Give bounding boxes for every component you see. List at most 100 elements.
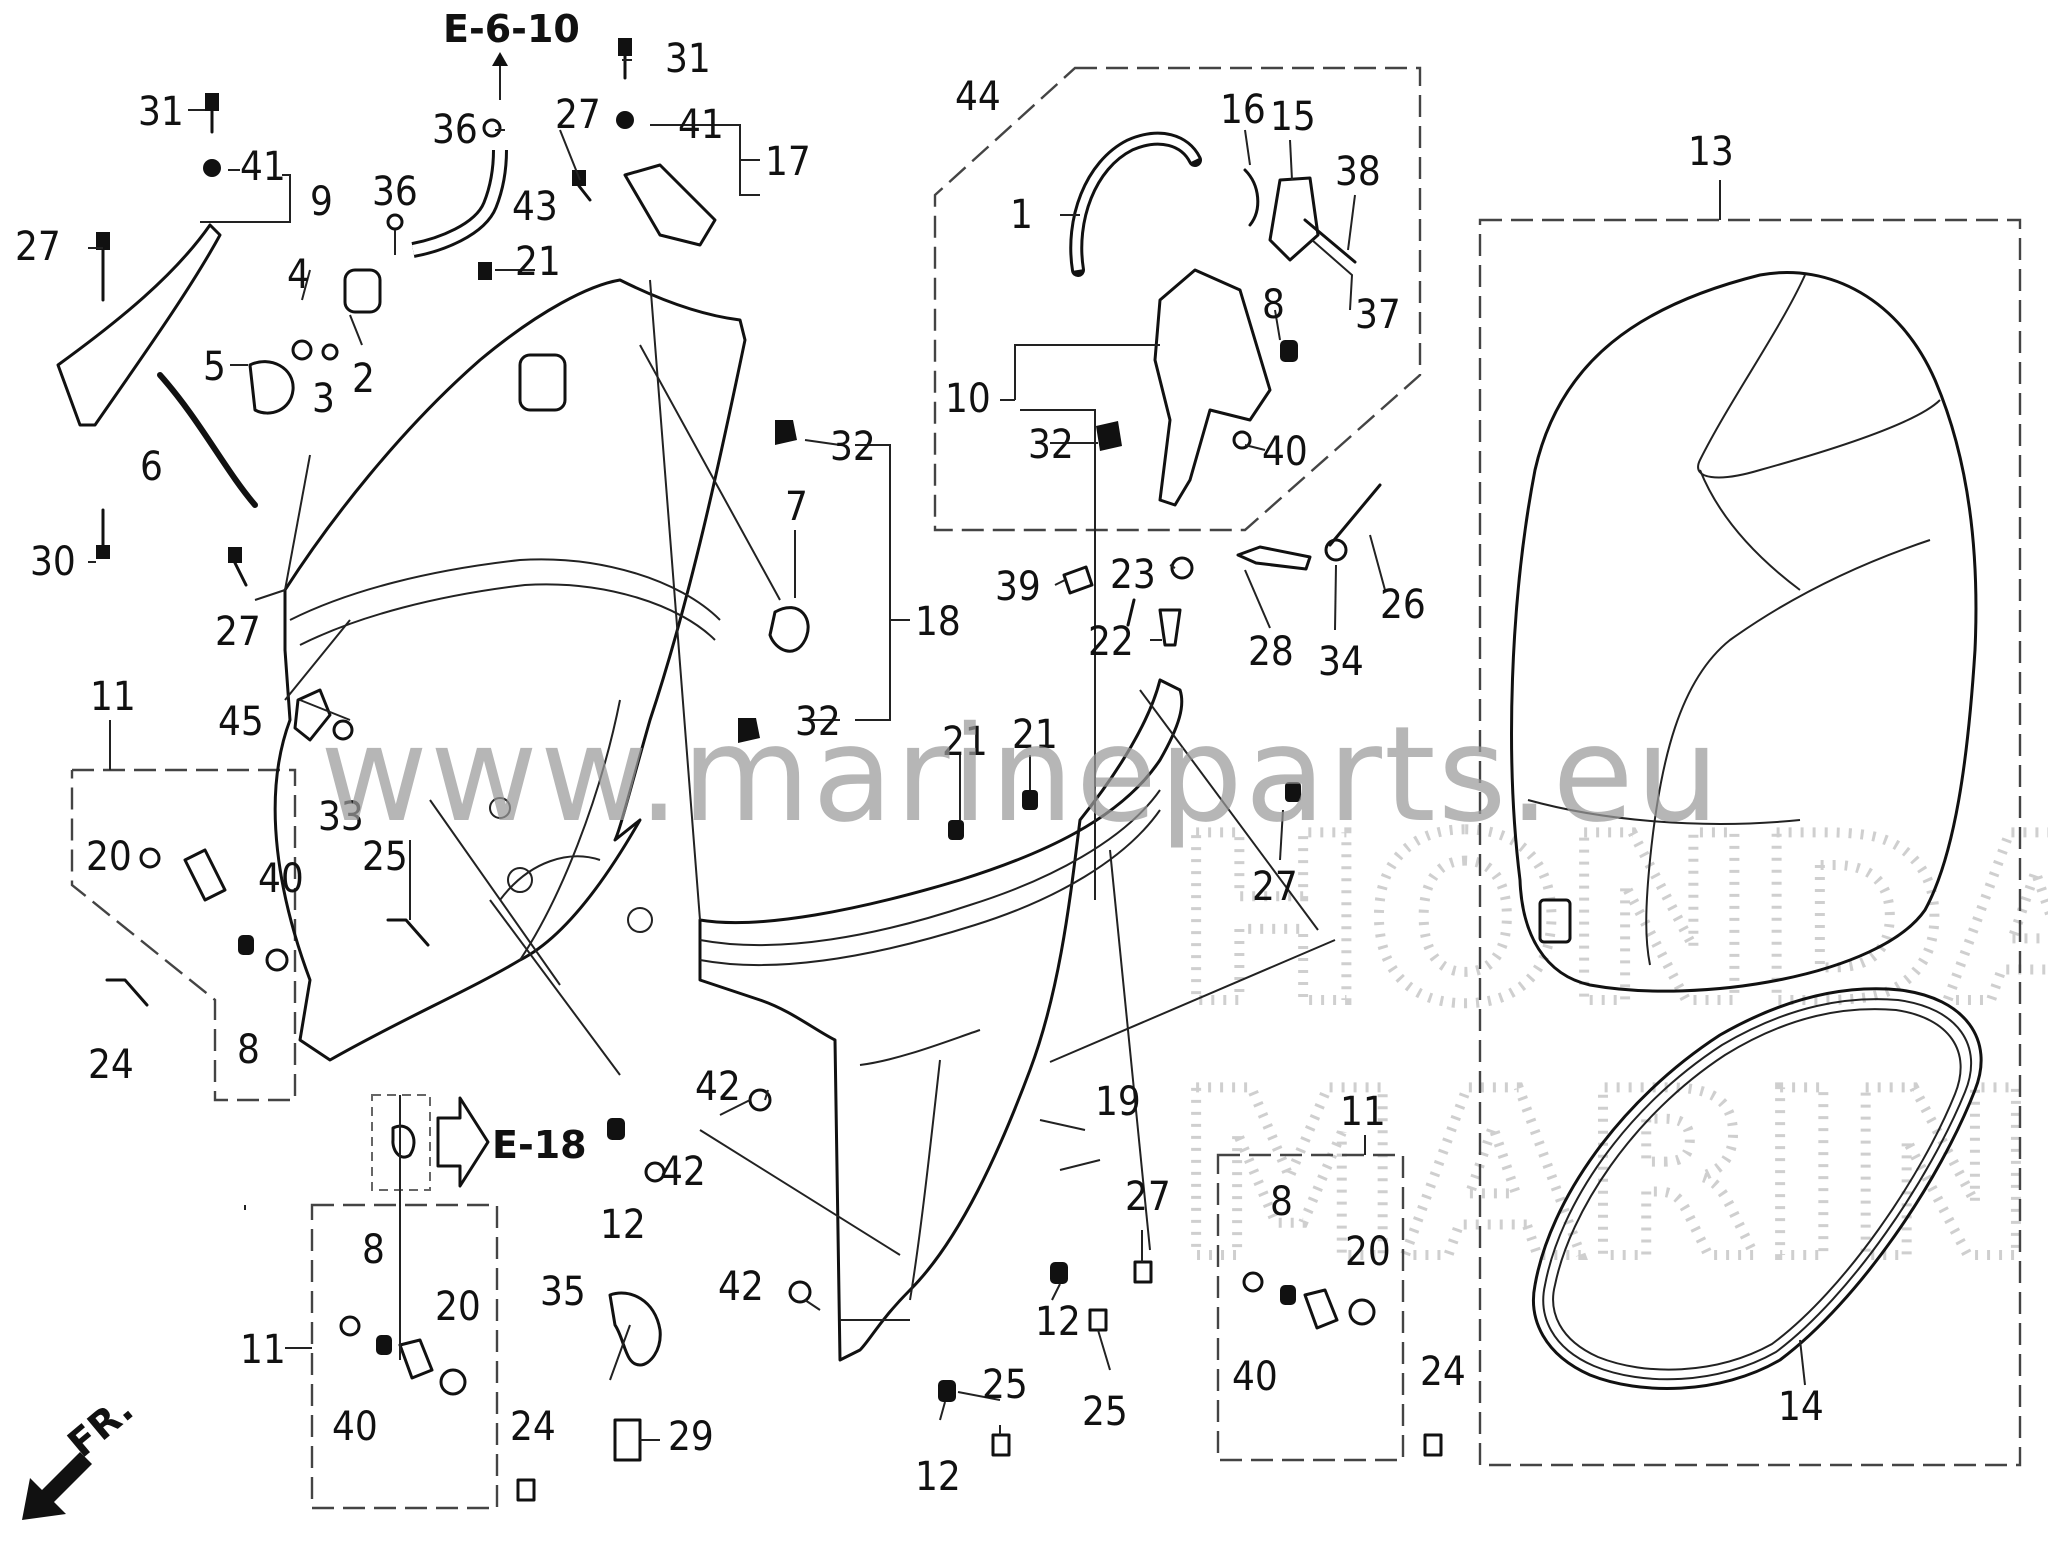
label-part-9: 9	[310, 179, 333, 225]
part-labels: 1 2 3 4 5 6 7 8 8 8 8 9 10 11 11 11 12 1…	[15, 36, 1824, 1500]
label-part-1: 1	[1010, 192, 1033, 238]
label-part-40-top: 40	[1262, 429, 1308, 475]
label-part-38: 38	[1335, 149, 1381, 195]
part-1-breather-pipe	[1069, 131, 1202, 277]
label-part-45: 45	[218, 699, 264, 745]
part-43-hose-inner	[412, 149, 505, 255]
label-part-27-far-left: 27	[15, 224, 61, 270]
front-arrow-icon	[22, 1452, 92, 1520]
label-part-15: 15	[1270, 94, 1316, 140]
background-brand-marks: HONDA MARINE	[1170, 783, 2048, 1315]
label-part-42-lower: 42	[718, 1264, 764, 1310]
part-6-wire	[157, 372, 258, 508]
part-5-cap	[248, 360, 295, 415]
label-part-22: 22	[1088, 619, 1134, 665]
label-part-42-upper: 42	[695, 1064, 741, 1110]
label-part-31-top: 31	[665, 36, 711, 82]
part-14-seal	[1532, 987, 1983, 1390]
ghost-mark-honda: HONDA	[1175, 788, 2048, 1055]
label-part-41-top: 41	[678, 102, 724, 148]
part-7-seal	[768, 606, 810, 653]
label-part-12-center: 12	[600, 1202, 646, 1248]
label-part-31-left: 31	[138, 89, 184, 135]
reference-side: E-18	[492, 1123, 587, 1167]
group-box-44	[933, 66, 1422, 532]
label-part-44: 44	[955, 74, 1001, 120]
label-part-30: 30	[30, 539, 76, 585]
label-part-32-upper: 32	[830, 424, 876, 470]
label-part-36-top: 36	[432, 107, 478, 153]
label-part-36-mid: 36	[372, 169, 418, 215]
part-9-handle	[56, 223, 222, 427]
label-part-20-right: 20	[1345, 1229, 1391, 1275]
part-drawings	[56, 38, 1983, 1502]
ghost-mark-marine: MARINE	[1175, 1043, 2048, 1310]
arrow-up-icon	[492, 52, 508, 66]
part-17-clip	[623, 163, 717, 247]
part-45-clip	[293, 688, 332, 742]
direction-indicator: FR.	[22, 1387, 142, 1520]
label-part-8-top: 8	[1262, 282, 1285, 328]
reference-top: E-6-10	[443, 7, 580, 51]
label-part-27-top: 27	[555, 92, 601, 138]
label-part-32-right: 32	[1028, 422, 1074, 468]
label-part-14: 14	[1778, 1384, 1824, 1430]
label-part-10: 10	[945, 376, 991, 422]
part-38-pin	[1303, 218, 1357, 264]
label-part-24-bottom: 24	[510, 1404, 556, 1450]
label-part-35: 35	[540, 1269, 586, 1315]
part-15-latch	[1268, 176, 1320, 262]
label-part-17: 17	[765, 139, 811, 185]
label-part-24-right: 24	[1420, 1349, 1466, 1395]
label-part-3: 3	[312, 376, 335, 422]
label-part-42-right: 42	[660, 1149, 706, 1195]
label-part-6: 6	[140, 444, 163, 490]
label-part-40-left: 40	[258, 856, 304, 902]
label-part-29: 29	[668, 1414, 714, 1460]
label-part-20-bottom: 20	[435, 1284, 481, 1330]
label-part-37: 37	[1355, 292, 1401, 338]
label-part-21-mid-b: 21	[1012, 712, 1058, 758]
label-part-40-bottom: 40	[332, 1404, 378, 1450]
label-part-20-left: 20	[86, 834, 132, 880]
group-box-11-left	[70, 768, 297, 1102]
group-box-11-bottom	[310, 1203, 499, 1510]
part-2-knob	[343, 268, 382, 314]
part-13-top-cover	[1510, 270, 1978, 993]
part-10-bracket	[1153, 268, 1272, 507]
label-part-8-right: 8	[1270, 1179, 1293, 1225]
label-part-2: 2	[352, 356, 375, 402]
label-part-11-left: 11	[90, 674, 136, 720]
group-boxes	[70, 66, 2022, 1510]
label-part-33: 33	[318, 794, 364, 840]
label-part-11-right: 11	[1340, 1089, 1386, 1135]
part-18-upper-shroud	[273, 278, 747, 1062]
direction-label: FR.	[59, 1387, 141, 1466]
label-part-8-left: 8	[237, 1027, 260, 1073]
part-33-grommet	[332, 719, 354, 741]
label-part-43: 43	[512, 184, 558, 230]
label-part-25-bottom: 25	[982, 1362, 1028, 1408]
label-part-4: 4	[287, 252, 310, 298]
label-part-32-lower: 32	[795, 699, 841, 745]
references: E-6-10 E-18	[436, 7, 587, 1188]
label-part-24-left: 24	[88, 1042, 134, 1088]
label-part-12-bottom: 12	[915, 1454, 961, 1500]
label-part-11-bottom: 11	[240, 1327, 286, 1373]
label-part-13: 13	[1688, 129, 1734, 175]
part-1-breather-pipe-inner	[1072, 134, 1199, 271]
label-part-41-left: 41	[240, 144, 286, 190]
label-part-7: 7	[785, 484, 808, 530]
part-16-spring	[1243, 168, 1260, 227]
part-29-grommet	[613, 1418, 642, 1462]
label-part-25-mid: 25	[1082, 1389, 1128, 1435]
label-part-18: 18	[915, 599, 961, 645]
label-part-21-mid-a: 21	[942, 719, 988, 765]
label-part-28: 28	[1248, 629, 1294, 675]
label-part-39: 39	[995, 564, 1041, 610]
group-box-13	[1478, 218, 2022, 1467]
label-part-27-right: 27	[1252, 864, 1298, 910]
label-part-25-left: 25	[362, 834, 408, 880]
label-part-26: 26	[1380, 582, 1426, 628]
